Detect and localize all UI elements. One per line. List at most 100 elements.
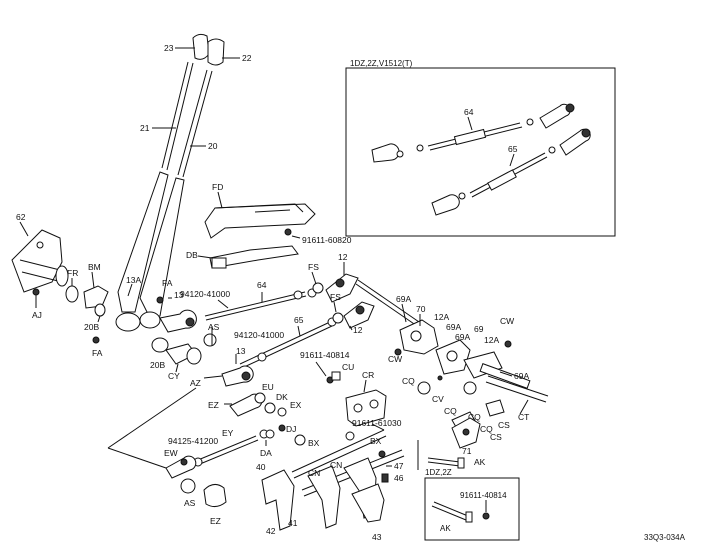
lever-21-lower: [117, 171, 169, 313]
inset-small: 1DZ,2Z 91611-40814 AK: [424, 468, 520, 541]
label-CN-1: CN: [308, 468, 320, 478]
label-12-a: 12: [338, 252, 348, 262]
label-FR: FR: [67, 268, 78, 278]
joint-13-a: [159, 309, 197, 333]
label-AS-1: AS: [208, 322, 220, 332]
label-20: 20: [208, 141, 218, 151]
label-EW: EW: [164, 448, 178, 458]
label-DJ: DJ: [286, 424, 296, 434]
label-CW-1: CW: [388, 354, 402, 364]
joint-12-a: [325, 273, 359, 303]
label-91611-40814: 91611-40814: [300, 350, 350, 360]
label-CQ-4: CQ: [480, 424, 493, 434]
label-AS-2: AS: [184, 498, 196, 508]
joint-12-b: [343, 301, 375, 329]
footer-code: 33Q3-034A: [644, 533, 686, 542]
label-94120-41000-a: 94120-41000: [180, 289, 230, 299]
label-91611-61030: 91611-61030: [352, 418, 402, 428]
label-BM: BM: [88, 262, 101, 272]
label-69: 69: [474, 324, 484, 334]
label-91611-60820: 91611-60820: [302, 235, 352, 245]
label-40: 40: [256, 462, 266, 472]
inset-rod-65: [431, 128, 591, 216]
part-EZ-2: [203, 484, 227, 508]
label-13-a: 13: [174, 290, 184, 300]
label-43: 43: [372, 532, 382, 542]
plate-BM: [83, 285, 109, 309]
label-CV: CV: [432, 394, 444, 404]
label-42: 42: [266, 526, 276, 536]
label-inset-AK: AK: [440, 524, 451, 533]
rod-EY: [193, 429, 269, 467]
inset-main-title: 1DZ,2Z,V1512(T): [350, 59, 413, 68]
label-12-b: 12: [353, 325, 363, 335]
label-13A: 13A: [126, 275, 141, 285]
label-DA: DA: [260, 448, 272, 458]
cover-FD: [204, 203, 316, 239]
rod-65: [239, 317, 337, 369]
label-inset-65: 65: [508, 144, 518, 154]
label-CN-2: CN: [330, 460, 342, 470]
inset-main-frame: [345, 67, 616, 237]
label-22: 22: [242, 53, 252, 63]
label-FD: FD: [212, 182, 223, 192]
label-CQ-2: CQ: [444, 406, 457, 416]
label-62: 62: [16, 212, 26, 222]
label-21: 21: [140, 123, 150, 133]
joint-EW: [165, 455, 197, 479]
label-BX-2: BX: [370, 436, 382, 446]
label-12A-1: 12A: [434, 312, 449, 322]
label-71: 71: [462, 446, 472, 456]
label-64: 64: [257, 280, 267, 290]
label-FA-1: FA: [162, 278, 173, 288]
label-CS-1: CS: [490, 432, 502, 442]
label-46: 46: [394, 473, 404, 483]
label-94120-41000-b: 94120-41000: [234, 330, 284, 340]
nut-AS: [180, 478, 196, 494]
label-41: 41: [288, 518, 298, 528]
label-FS-1: FS: [308, 262, 319, 272]
label-20B-1: 20B: [84, 322, 99, 332]
joint-13-b: [221, 365, 254, 387]
bracket-CR: [345, 389, 387, 427]
washer-FR: [65, 285, 79, 303]
shift-lever-assembly: [115, 33, 225, 332]
label-DB: DB: [186, 250, 198, 260]
label-20B-2: 20B: [150, 360, 165, 370]
label-69A-3: 69A: [455, 332, 470, 342]
label-FS-2: FS: [330, 292, 341, 302]
label-69A-2: 69A: [446, 322, 461, 332]
label-CS-2: CS: [498, 420, 510, 430]
label-47: 47: [394, 461, 404, 471]
label-23: 23: [164, 43, 174, 53]
label-inset-64: 64: [464, 107, 474, 117]
inset-small-title: 1DZ,2Z: [425, 468, 452, 477]
label-CU: CU: [342, 362, 354, 372]
label-65: 65: [294, 315, 304, 325]
label-BX-1: BX: [308, 438, 320, 448]
label-CR: CR: [362, 370, 374, 380]
label-13-b: 13: [236, 346, 246, 356]
label-CT: CT: [518, 412, 529, 422]
label-CQ-1: CQ: [402, 376, 415, 386]
inset-main: 1DZ,2Z,V1512(T) 64 65: [345, 59, 616, 237]
label-EY: EY: [222, 428, 234, 438]
label-EU: EU: [262, 382, 274, 392]
label-69A-1: 69A: [396, 294, 411, 304]
label-AJ: AJ: [32, 310, 42, 320]
label-EZ-2: EZ: [210, 516, 221, 526]
shift-forks: [261, 429, 405, 531]
label-70: 70: [416, 304, 426, 314]
label-EX: EX: [290, 400, 302, 410]
label-CY: CY: [168, 371, 180, 381]
knob-22: [207, 38, 225, 66]
label-FA-2: FA: [92, 348, 103, 358]
label-AK: AK: [474, 457, 486, 467]
label-inset-91611-40814: 91611-40814: [460, 491, 507, 500]
knob-23: [192, 33, 210, 60]
label-EZ-1: EZ: [208, 400, 219, 410]
label-69A-4: 69A: [514, 371, 529, 381]
housing-62: [11, 229, 69, 293]
inset-rod-64: [371, 103, 575, 163]
